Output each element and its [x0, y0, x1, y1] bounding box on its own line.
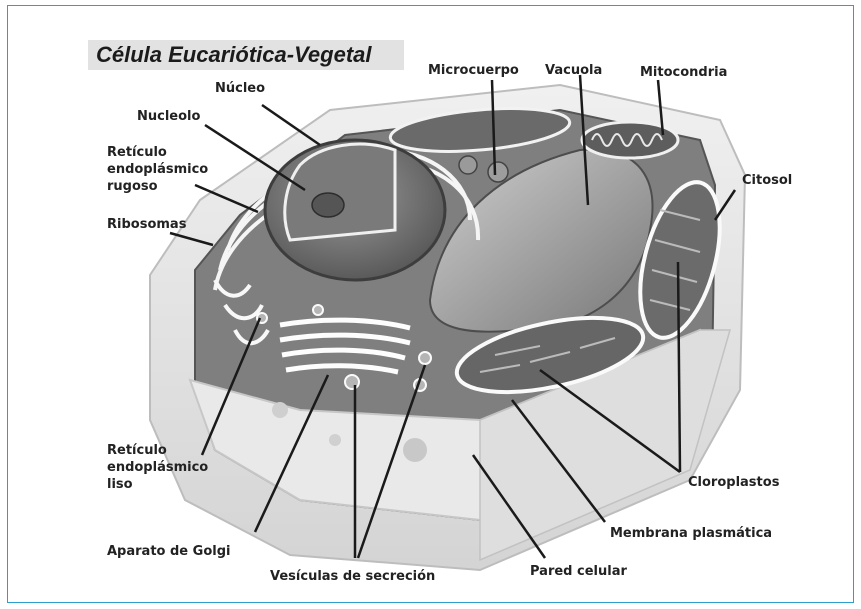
diagram-title: Célula Eucariótica-Vegetal	[96, 42, 372, 68]
mitochondrion	[582, 122, 678, 158]
wall-pore	[329, 434, 341, 446]
wall-pore	[272, 402, 288, 418]
label-golgi: Aparato de Golgi	[107, 543, 230, 560]
label-vacuola: Vacuola	[545, 62, 602, 79]
microbody	[488, 162, 508, 182]
label-ribosomas: Ribosomas	[107, 216, 186, 233]
label-rel-2: endoplásmico	[107, 459, 208, 476]
label-rel-3: liso	[107, 476, 133, 493]
label-rer-1: Retículo	[107, 144, 167, 161]
label-pared: Pared celular	[530, 563, 627, 580]
label-rer-2: endoplásmico	[107, 161, 208, 178]
label-nucleo: Núcleo	[215, 80, 265, 97]
label-rel-1: Retículo	[107, 442, 167, 459]
label-vesiculas: Vesículas de secreción	[270, 568, 435, 585]
label-rer-3: rugoso	[107, 178, 158, 195]
label-mitocondria: Mitocondria	[640, 64, 727, 81]
wall-pore	[403, 438, 427, 462]
label-membrana: Membrana plasmática	[610, 525, 772, 542]
label-cloroplastos: Cloroplastos	[688, 474, 779, 491]
label-citosol: Citosol	[742, 172, 792, 189]
label-microcuerpo: Microcuerpo	[428, 62, 519, 79]
label-nucleolo: Nucleolo	[137, 108, 200, 125]
nucleolus	[312, 193, 344, 217]
